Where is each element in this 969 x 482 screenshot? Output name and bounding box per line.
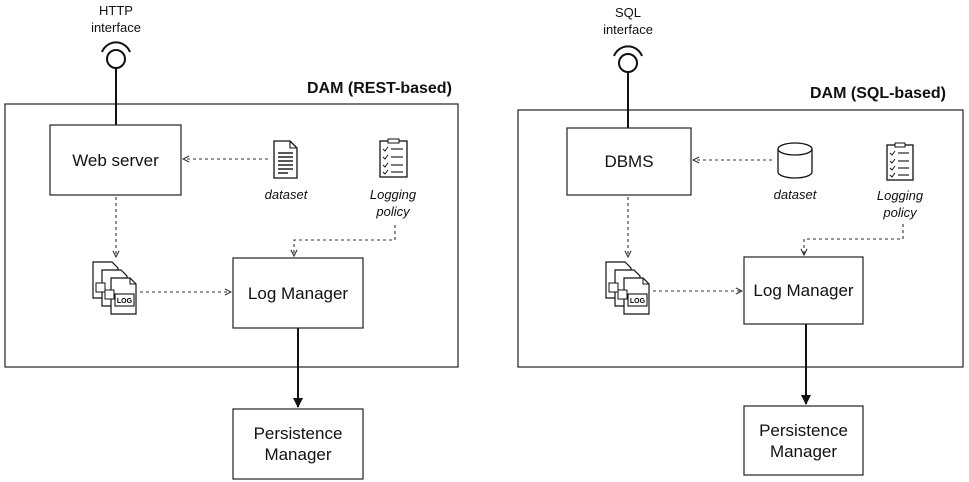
right-diagram: LOG (517, 45, 964, 476)
left-log-files-icon: LOG (92, 261, 137, 315)
left-log-manager-label: Log Manager (247, 283, 349, 303)
left-dam-container (4, 103, 459, 368)
left-log-icon-text: LOG (117, 298, 133, 305)
left-policy-to-manager-arrow (294, 225, 396, 256)
right-persistence-label: Persistence Manager (759, 420, 848, 461)
left-interface-socket-icon (101, 41, 131, 125)
left-policy-checklist-icon (379, 138, 408, 178)
left-web-server-box (49, 124, 182, 196)
left-dataset-label: dataset (264, 187, 308, 202)
left-diagram: LOG (4, 41, 459, 480)
right-log-files-icon: LOG (605, 261, 650, 315)
left-log-manager-box (232, 257, 364, 329)
right-policy-to-manager-arrow (804, 224, 904, 255)
right-log-manager-box (743, 256, 864, 325)
right-interface-label: SQL interface (603, 5, 653, 37)
left-container-title: DAM (REST-based) (307, 80, 452, 97)
right-dbms-box (566, 127, 692, 196)
left-persistence-box (232, 408, 364, 480)
right-policy-label: Logging policy (876, 188, 924, 220)
left-interface-label: HTTP interface (91, 3, 141, 35)
right-persistence-box (743, 405, 864, 476)
right-container-title: DAM (SQL-based) (810, 85, 946, 102)
right-dataset-database-icon (777, 142, 813, 179)
right-dam-container (517, 109, 964, 368)
left-dataset-document-icon (273, 140, 298, 179)
right-dbms-label: DBMS (604, 152, 654, 171)
right-log-manager-label: Log Manager (753, 281, 854, 300)
left-persistence-label: Persistence Manager (253, 424, 343, 464)
left-policy-label: Logging policy (369, 187, 417, 219)
right-policy-checklist-icon (886, 142, 914, 181)
right-interface-socket-icon (613, 45, 643, 128)
right-log-icon-text: LOG (630, 298, 646, 305)
right-dataset-label: dataset (773, 187, 817, 202)
left-web-server-label: Web server (72, 150, 159, 170)
